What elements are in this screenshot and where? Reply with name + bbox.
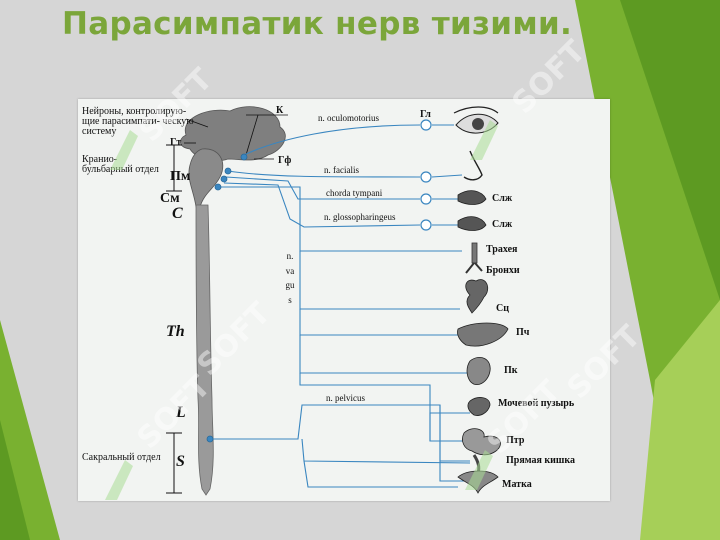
oculomotor-nerve-label: n. oculomotorius [318,113,379,123]
chorda-nerve-label: chorda tympani [326,188,383,198]
organ-label-gland-1: Слж [492,193,513,204]
abbr-gt-label: Гт [170,137,182,148]
segment-th-label: Th [166,323,185,340]
ganglion-dot [224,167,232,175]
soft-logo-icon [465,450,493,490]
chorda-nerve-line [225,176,420,200]
vagus-nerve-line [299,251,460,310]
facial-nerve-line [227,170,421,178]
slide-title: Парасимпатик нерв тизими. [62,6,573,42]
abbr-pm-label: Пм [170,169,191,184]
ganglion-circle [420,219,432,231]
oculomotor-nerve-line [243,124,421,156]
ganglion-circle [420,119,432,131]
organ-label-bladder: Мочевой пузырь [498,398,575,409]
segment-c-label: C [172,205,183,222]
ganglion-circle [420,171,432,183]
facial-nerve-line [431,174,463,178]
soft-logo-icon [470,120,498,160]
nerve-lines [210,124,471,488]
abbr-sm-label: См [160,191,180,206]
green-stripe-shape [0,420,30,540]
pelvic-nerve-line [301,438,471,464]
soft-logo-icon [105,460,133,500]
bladder-icon [467,397,491,416]
spinal-cord-shape [195,204,214,496]
peripheral-ganglia [420,119,432,231]
ganglion-dot [220,175,228,183]
sacral-note: Сакральный отдел [82,452,161,463]
liver-icon [457,322,509,347]
organ-label-gland-2: Слж [492,219,513,230]
facial-nerve-label: n. facialis [324,165,359,175]
sacral-bracket [166,432,182,494]
gland-icon [457,190,487,205]
leader-lines [184,114,288,160]
organ-label-eye: Гл [420,109,431,120]
glosso-nerve-line [223,182,421,228]
organ-label-rectum: Прямая кишка [506,455,575,466]
pancreas-icon [466,357,491,385]
glosso-nerve-label: n. glossopharingeus [324,212,396,222]
pelvic-nerve-line [439,405,470,482]
green-stripe-shape [620,0,720,300]
vagus-nerve-line [299,373,470,442]
organ-label-bronchi: Бронхи [486,265,520,276]
vagus-nerve-line [218,186,462,252]
pelvic-nerve-line [429,412,470,441]
ganglion-dot [206,435,214,443]
organ-label-uterus: Матка [502,479,532,490]
vagus-nerve-label: n. vagus [285,251,295,305]
abbr-k-label: К [276,105,284,116]
organ-label-heart: Сц [496,303,509,314]
brain-shape [180,106,286,161]
ganglion-dot [240,153,248,161]
trachea-icon [465,242,483,274]
abbr-gf-label: Гф [278,155,292,166]
segment-l-label: L [176,404,186,421]
vagus-nerve-line [299,309,458,336]
pelvic-nerve-label: n. pelvicus [326,393,365,403]
vagus-nerve-line [299,335,470,374]
organ-label-intestine: Птр [506,435,525,446]
nervous-system-diagram: Нейроны, контролирую- щие парасимпати- ч… [78,99,610,501]
green-stripe-shape [640,300,720,540]
organ-label-liver: Пч [516,327,530,338]
ganglia [206,153,248,443]
organ-label-pancreas: Пк [504,365,518,376]
brainstem-shape [188,148,224,208]
gland-icon [457,216,487,231]
segment-s-label: S [176,453,185,470]
intestine-icon [462,428,501,456]
soft-logo-icon [110,130,138,170]
ganglion-circle [420,193,432,205]
organ-label-trachea: Трахея [486,244,518,255]
pelvic-nerve-line [210,404,470,462]
cranial-bracket [166,144,182,192]
neurons-note: Нейроны, контролирую- щие парасимпати- ч… [82,106,194,137]
ganglion-dot [214,183,222,191]
pelvic-nerve-line [303,460,458,488]
heart-icon [465,279,489,314]
